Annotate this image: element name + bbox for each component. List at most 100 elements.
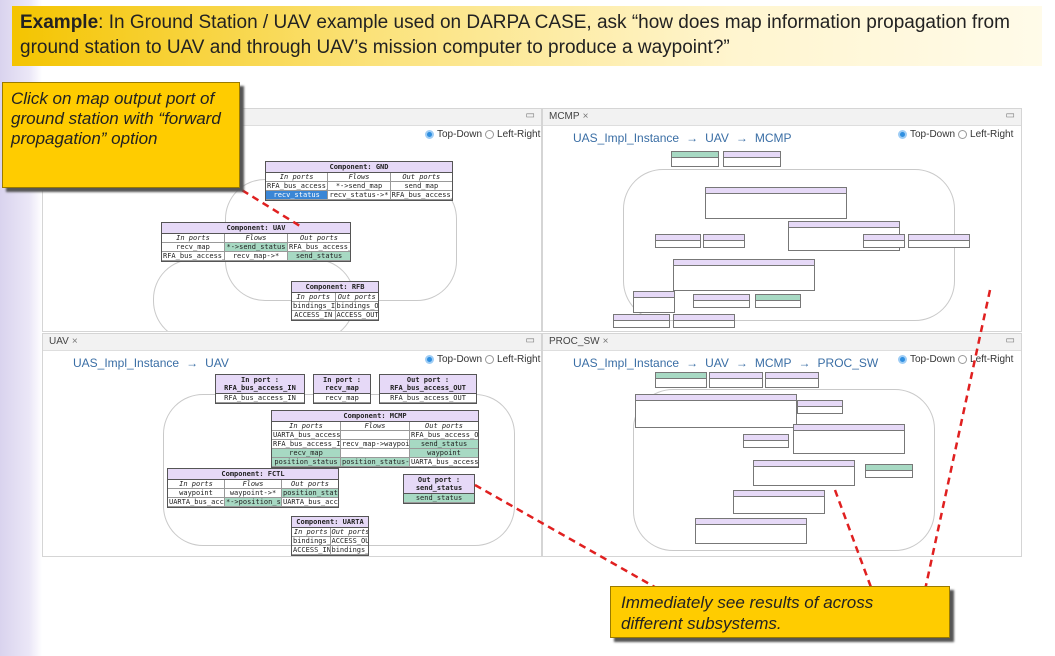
flow[interactable]: recv_map->*	[225, 252, 288, 260]
port-out[interactable]: RFA_bus_access_OUT	[411, 431, 478, 439]
port-in[interactable]: RFA_bus_access_IN	[273, 440, 341, 448]
close-icon[interactable]: ×	[602, 336, 609, 347]
radio-left-right[interactable]	[958, 130, 968, 139]
flow[interactable]	[341, 449, 410, 457]
tab-proc-sw[interactable]: PROC_SW×	[549, 336, 608, 347]
port-out[interactable]: ACCESS_OUT	[331, 537, 369, 545]
out-port-send-status[interactable]: Out port : send_status send_status	[403, 474, 475, 504]
radio-left-right[interactable]	[958, 355, 968, 364]
radio-top-down[interactable]	[425, 355, 434, 364]
flow[interactable]: waypoint->*	[225, 489, 282, 497]
maximize-icon[interactable]: ▭	[525, 335, 535, 346]
port-in[interactable]: recv_map	[162, 243, 225, 251]
flow[interactable]: recv_status->*	[328, 191, 391, 199]
arrow-to-map-port	[231, 182, 301, 228]
close-icon[interactable]: ×	[71, 336, 78, 347]
maximize-icon[interactable]: ▭	[525, 110, 535, 121]
close-icon[interactable]: ×	[582, 111, 589, 122]
port-out[interactable]: UARTA_bus_access_OUT	[411, 458, 478, 466]
tab-bar: UAV× ▭	[43, 334, 541, 351]
port-out[interactable]: position_status	[282, 489, 338, 497]
mini-component	[635, 394, 797, 428]
callout-bottom-right: Immediately see results of across differ…	[610, 586, 950, 638]
slide-banner: Example: In Ground Station / UAV example…	[12, 6, 1042, 66]
breadcrumb-separator: →	[686, 356, 699, 370]
port-in[interactable]: recv_status	[266, 191, 329, 199]
radio-left-right-label: Left-Right	[970, 354, 1014, 365]
port-in[interactable]: recv_map	[272, 449, 341, 457]
port-out[interactable]: bindings_OUT	[336, 302, 379, 310]
port-out[interactable]: RFA_bus_access_OUT	[289, 243, 350, 251]
flow[interactable]: *->position_status	[225, 498, 282, 506]
port-title: In port : RFA_bus_access_IN	[216, 375, 304, 394]
port-value: send_status	[404, 494, 474, 502]
mini-component	[673, 314, 735, 328]
port-in[interactable]: ACCESS_IN	[293, 546, 331, 554]
radio-top-down[interactable]	[898, 130, 907, 139]
port-out[interactable]: UARTA_bus_access_OUT	[283, 498, 338, 506]
port-out[interactable]: send_status	[410, 440, 478, 448]
breadcrumb-item[interactable]: UAV	[705, 131, 729, 145]
callout-text: Click on map output port of ground stati…	[11, 89, 221, 148]
port-out[interactable]: send_status	[288, 252, 350, 260]
tab-mcmp[interactable]: MCMP×	[549, 111, 588, 122]
col-header: In ports	[292, 293, 336, 301]
breadcrumb-separator: →	[735, 356, 748, 370]
breadcrumb-item[interactable]: UAS_Impl_Instance	[73, 356, 180, 370]
breadcrumb-item[interactable]: UAS_Impl_Instance	[573, 356, 680, 370]
port-in[interactable]: ACCESS_IN	[292, 311, 336, 319]
port-out[interactable]: ACCESS_OUT	[336, 311, 379, 319]
col-header: Out ports	[300, 234, 338, 242]
port-in[interactable]: RFA_bus_access_IN	[266, 182, 329, 190]
flow[interactable]: position_status->send_status	[341, 458, 410, 466]
breadcrumb-item[interactable]: UAV	[205, 356, 229, 370]
breadcrumb-item[interactable]: PROC_SW	[817, 356, 879, 370]
tab-uav[interactable]: UAV×	[49, 336, 78, 347]
breadcrumb-item[interactable]: UAV	[705, 356, 729, 370]
mini-component	[613, 314, 670, 328]
breadcrumb-item[interactable]: UAS_Impl_Instance	[573, 131, 680, 145]
maximize-icon[interactable]: ▭	[1005, 335, 1015, 346]
port-in[interactable]: position_status	[272, 458, 341, 466]
radio-left-right-label: Left-Right	[497, 354, 541, 365]
breadcrumb-item[interactable]: MCMP	[754, 131, 792, 145]
radio-left-right[interactable]	[485, 130, 495, 139]
tab-bar: MCMP× ▭	[543, 109, 1021, 126]
tab-label: UAV	[49, 336, 69, 347]
radio-top-down[interactable]	[898, 355, 907, 364]
port-out[interactable]: RFA_bus_access_OUT	[391, 191, 452, 199]
in-port-rfa-bus-access[interactable]: In port : RFA_bus_access_IN RFA_bus_acce…	[215, 374, 305, 404]
breadcrumb-item[interactable]: MCMP	[754, 356, 792, 370]
radio-left-right[interactable]	[485, 355, 495, 364]
flow[interactable]	[341, 431, 410, 439]
port-in[interactable]: bindings_IN	[292, 537, 331, 545]
radio-top-down[interactable]	[425, 130, 434, 139]
mini-port	[671, 151, 719, 167]
port-in[interactable]: RFA_bus_access_IN	[162, 252, 225, 260]
port-out[interactable]: bindings_OUT	[331, 546, 369, 554]
in-port-recv-map[interactable]: In port : recv_map recv_map	[313, 374, 371, 404]
port-in[interactable]: bindings_IN	[293, 302, 336, 310]
maximize-icon[interactable]: ▭	[1005, 110, 1015, 121]
col-header: In ports	[162, 234, 225, 242]
port-in[interactable]: UARTA_bus_access_IN	[273, 431, 341, 439]
out-port-rfa-bus-access[interactable]: Out port : RFA_bus_access_OUT RFA_bus_ac…	[379, 374, 477, 404]
flow[interactable]: *->send_map	[328, 182, 391, 190]
port-in[interactable]: UARTA_bus_access_IN	[169, 498, 225, 506]
port-in[interactable]: waypoint	[168, 489, 225, 497]
flow[interactable]: *->send_status	[225, 243, 288, 251]
breadcrumb-separator: →	[186, 356, 199, 370]
map-output-port[interactable]: send_map	[404, 182, 439, 190]
component-title: Component: MCMP	[272, 411, 478, 422]
arrow-to-bottom-left	[474, 483, 661, 592]
port-out[interactable]: waypoint	[410, 449, 478, 457]
mini-port	[703, 234, 745, 248]
col-header: Flows	[225, 234, 288, 242]
flow[interactable]: recv_map->waypoint	[342, 440, 410, 448]
